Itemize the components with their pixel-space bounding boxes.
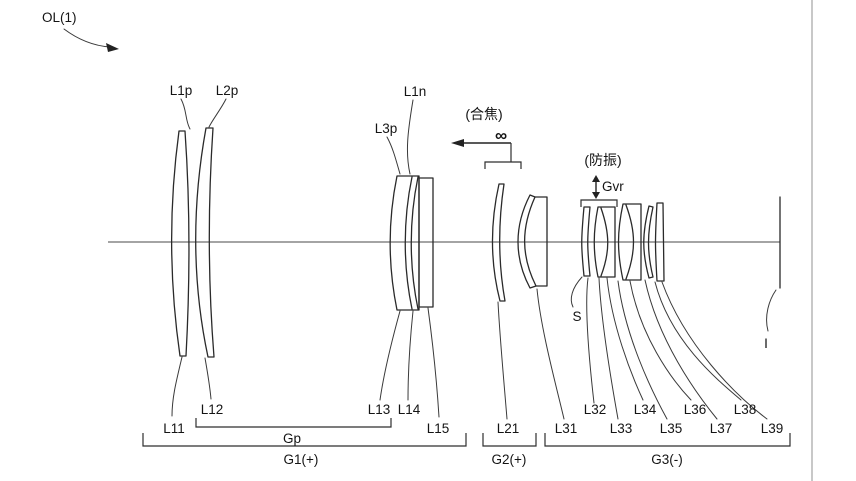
cemented-surface-l35-l36 — [625, 204, 635, 280]
cemented-surface-l14-l15 — [410, 176, 419, 310]
focus-direction-arrowhead — [451, 139, 464, 147]
label-l15: L15 — [427, 421, 450, 436]
lens-l13-outline — [389, 175, 420, 311]
aperture-stop-label: S — [572, 309, 581, 324]
lens-l39-outline — [654, 202, 665, 282]
cemented-surface-l13-l14 — [404, 176, 413, 310]
label-l13: L13 — [368, 402, 391, 417]
vr-motion-arrowhead-down — [592, 192, 600, 199]
g3-bracket — [544, 433, 791, 447]
lens-l33-l34-doublet-outline — [593, 206, 616, 278]
label-l34: L34 — [634, 402, 657, 417]
lens-l12-outline — [195, 127, 215, 358]
label-g1: G1(+) — [284, 452, 319, 467]
leader-l31 — [536, 288, 565, 420]
lens-l35-l36-doublet-outline — [617, 203, 642, 281]
infinity-symbol: ∞ — [495, 126, 507, 145]
leader-l3p — [386, 136, 401, 175]
label-l37: L37 — [710, 421, 733, 436]
vr-bracket — [580, 199, 618, 207]
lens-l21-outline — [491, 183, 506, 302]
leader-l39 — [661, 281, 768, 420]
gp-bracket — [195, 418, 392, 428]
focus-bracket — [484, 161, 522, 169]
leader-l14 — [407, 310, 414, 401]
leader-l13 — [379, 310, 401, 401]
leader-l1n — [406, 99, 414, 175]
label-l11: L11 — [163, 421, 185, 436]
label-l31: L31 — [555, 421, 578, 436]
label-l14: L14 — [398, 402, 421, 417]
label-l35: L35 — [660, 421, 683, 436]
label-l1p: L1p — [170, 83, 193, 98]
vr-caption: (防振) — [584, 152, 621, 168]
label-l1n: L1n — [404, 84, 427, 99]
lens-l15-outline — [418, 177, 434, 308]
leader-l38 — [654, 281, 742, 401]
label-gp: Gp — [283, 431, 301, 446]
g1-bracket — [142, 433, 467, 447]
lens-l31-flange — [534, 196, 548, 287]
system-pointer-arrowhead — [106, 43, 119, 52]
vr-group-label: Gvr — [602, 179, 624, 194]
leader-l33 — [598, 277, 619, 420]
label-l36: L36 — [684, 402, 707, 417]
label-l12: L12 — [201, 402, 224, 417]
image-plane-label: I — [764, 336, 768, 351]
label-l38: L38 — [734, 402, 757, 417]
leader-image-plane — [766, 289, 777, 332]
label-l3p: L3p — [375, 121, 398, 136]
leader-l32 — [586, 277, 595, 404]
lens-l32-aperture-stop-outline — [581, 206, 591, 277]
lens-l31-outline — [517, 194, 537, 289]
g2-bracket — [482, 433, 537, 447]
label-l21: L21 — [497, 421, 520, 436]
lens-l11-outline — [170, 130, 190, 357]
label-g2: G2(+) — [492, 452, 527, 467]
leader-l36 — [629, 280, 692, 401]
system-pointer-arrow-line — [63, 28, 111, 48]
label-l2p: L2p — [216, 83, 239, 98]
lens-l37-l38-outline — [643, 205, 654, 279]
system-label: OL(1) — [42, 10, 77, 25]
leader-l21 — [497, 301, 508, 420]
leader-aperture-stop — [570, 276, 583, 308]
leader-l11 — [171, 356, 183, 417]
label-g3: G3(-) — [651, 452, 683, 467]
vr-motion-arrowhead-up — [592, 175, 600, 182]
leader-l15 — [427, 307, 440, 418]
leader-l34 — [606, 277, 644, 401]
cemented-surface-l33-l34 — [600, 207, 609, 277]
leader-l37 — [644, 279, 718, 420]
leader-l1p — [180, 98, 191, 130]
focusing-caption: (合焦) — [465, 106, 502, 122]
leader-l2p — [208, 98, 227, 128]
leader-l35 — [617, 280, 668, 420]
label-l39: L39 — [761, 421, 784, 436]
label-l33: L33 — [610, 421, 633, 436]
leader-l12 — [204, 357, 212, 400]
label-l32: L32 — [584, 402, 607, 417]
